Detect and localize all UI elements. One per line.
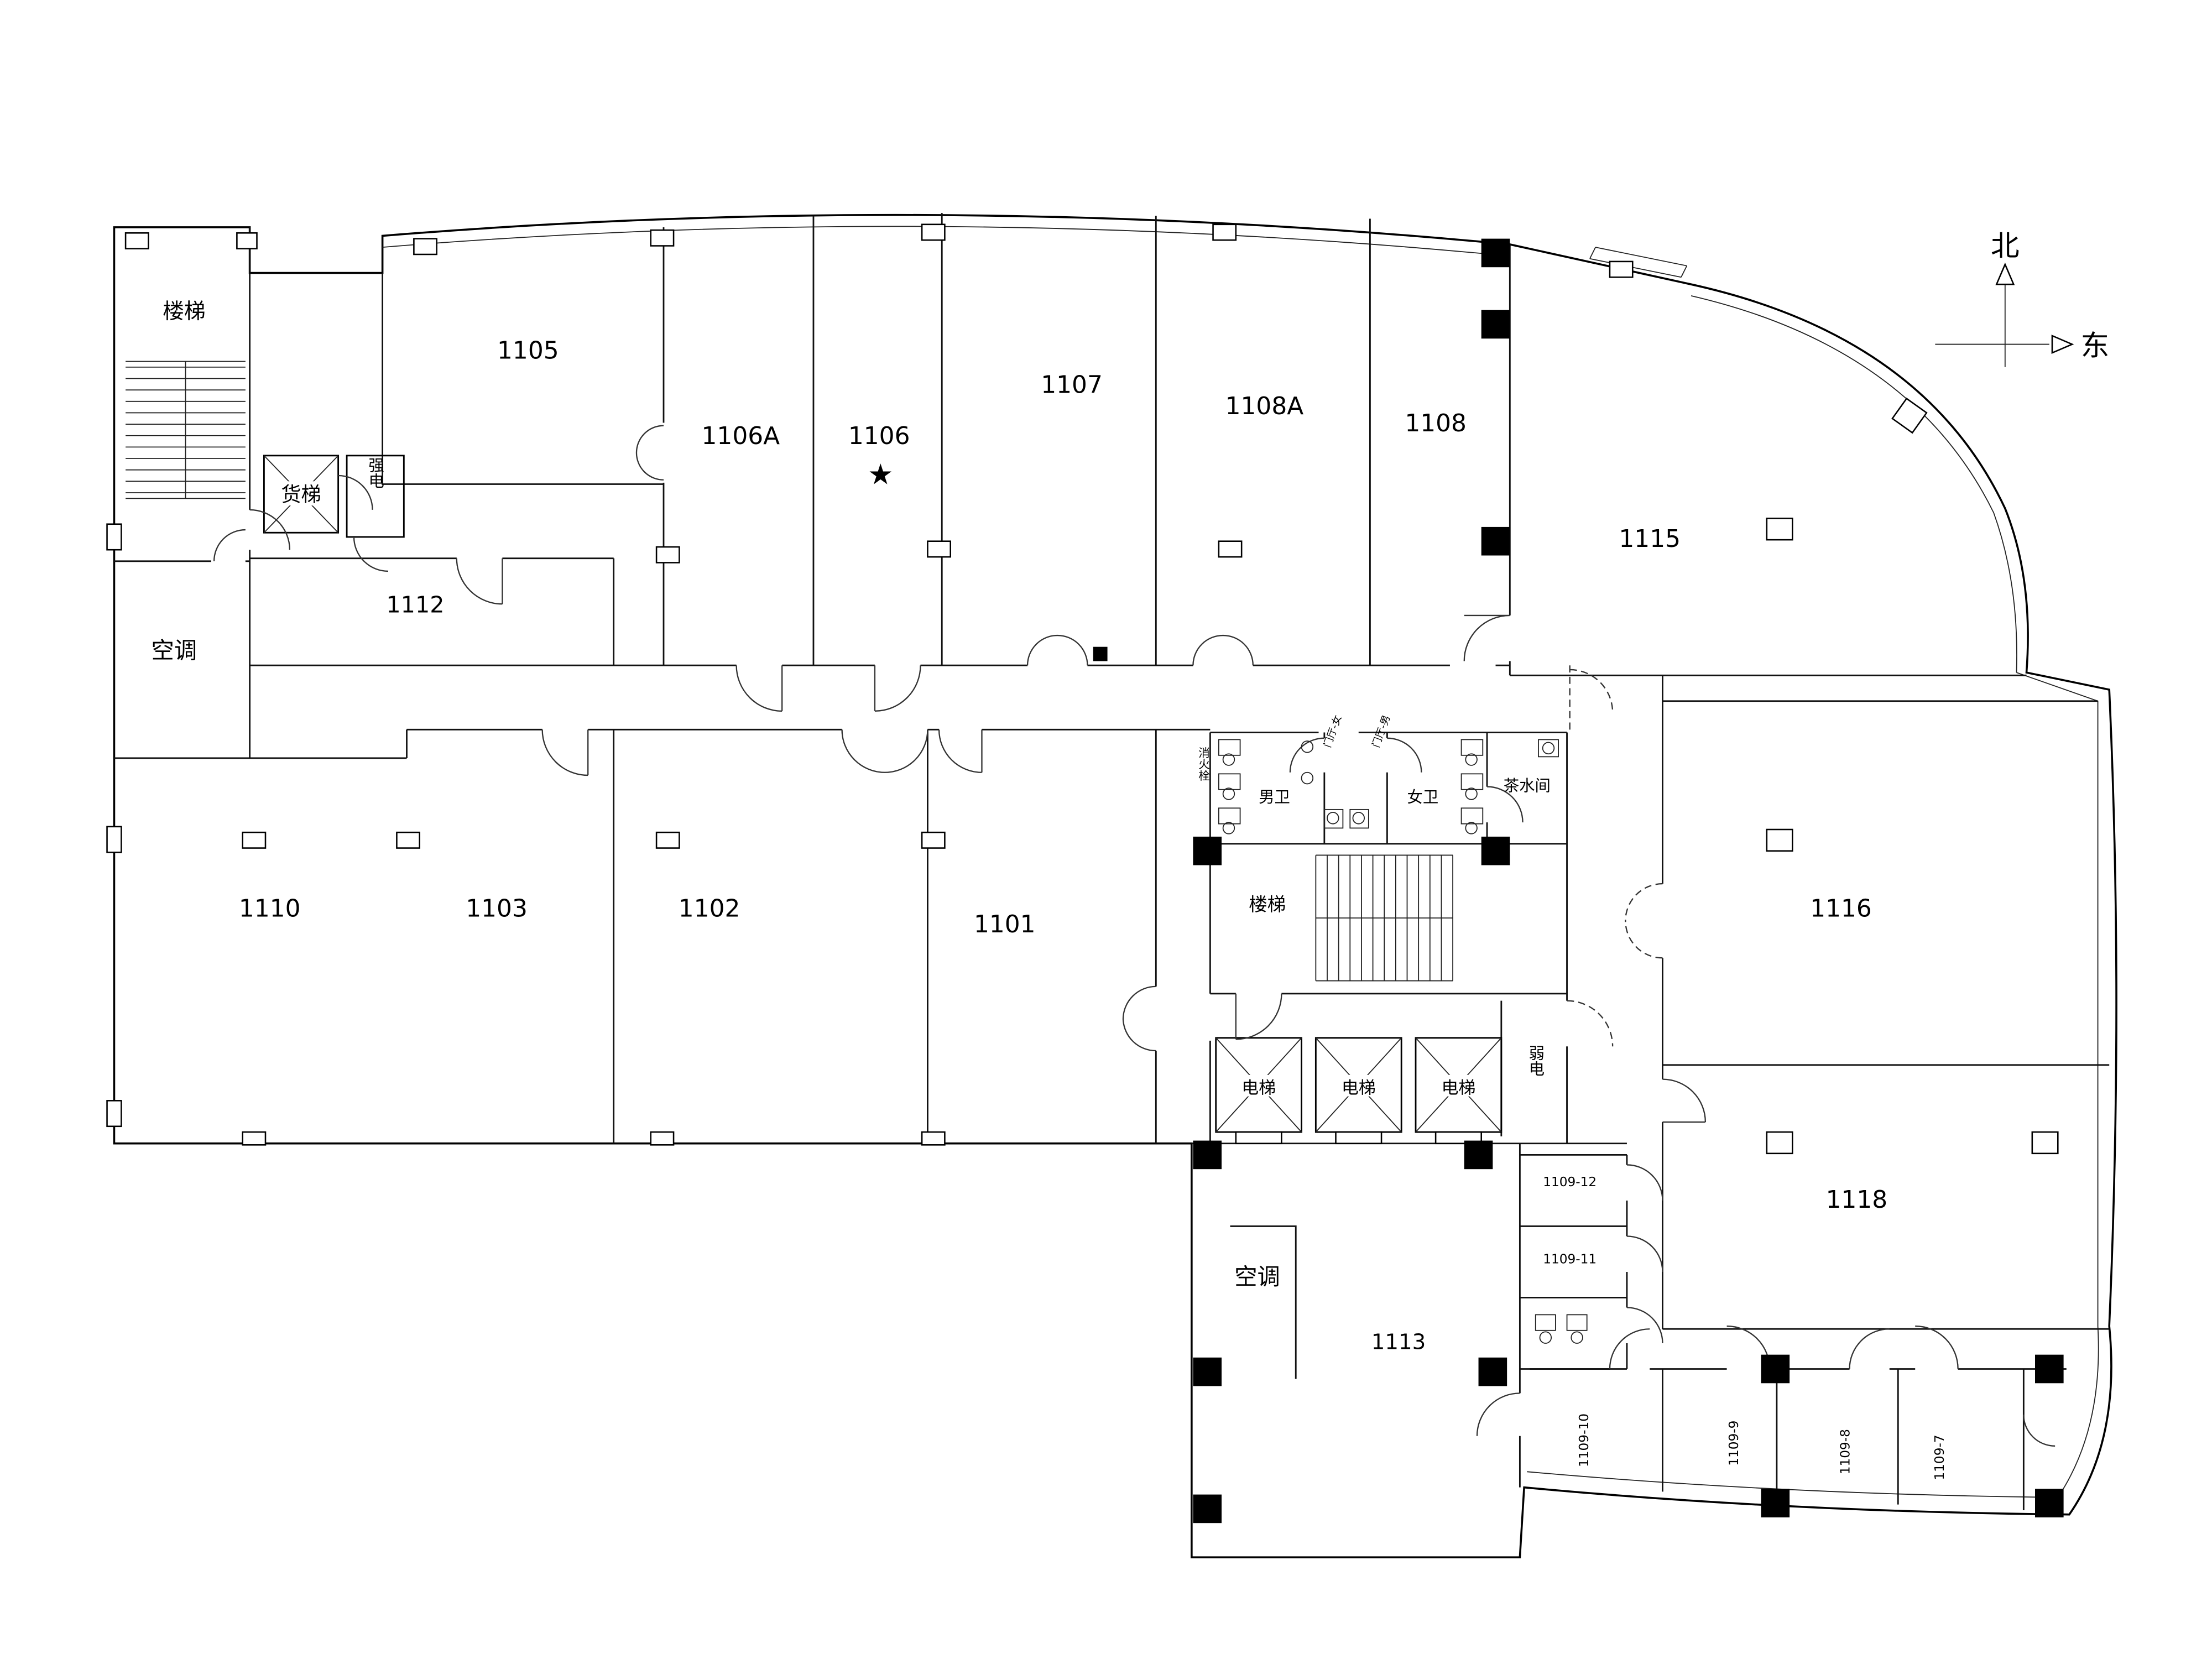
- compass-north-label: 北: [1991, 230, 2020, 263]
- room-1103-label: 1103: [466, 894, 528, 922]
- partition-walls: [114, 213, 2110, 1510]
- stairs-nw-label: 楼梯: [163, 299, 205, 324]
- room-1108a-label: 1108A: [1225, 392, 1304, 420]
- room-1105-label: 1105: [497, 336, 559, 364]
- room-1116-label: 1116: [1810, 894, 1872, 922]
- east-arrow-icon: [2051, 335, 2074, 354]
- compass-east-label: 东: [2081, 330, 2110, 363]
- room-1108-label: 1108: [1405, 409, 1467, 437]
- strong-electrical-label: 强电: [366, 457, 384, 488]
- room-1110-label: 1110: [239, 894, 301, 922]
- room-1109-11-label: 1109-11: [1543, 1252, 1597, 1267]
- hvac-south-label: 空调: [1234, 1264, 1280, 1290]
- north-arrow-icon: [1995, 262, 2015, 285]
- room-1109-12-label: 1109-12: [1543, 1175, 1597, 1190]
- mens-toilet-label: 男卫: [1259, 788, 1290, 806]
- structural-columns: [1093, 238, 2064, 1524]
- room-1118-label: 1118: [1826, 1186, 1888, 1214]
- stairs-center: [1315, 854, 1453, 982]
- star-marker: ★: [868, 458, 893, 491]
- room-1113-label: 1113: [1371, 1329, 1426, 1354]
- dashed-doors: [1567, 665, 1663, 1047]
- pantry-label: 茶水间: [1504, 776, 1551, 795]
- stairs-northwest: [126, 361, 246, 499]
- elevator-1-label: 电梯: [1241, 1078, 1276, 1098]
- weak-electrical-label: 弱电: [1526, 1045, 1545, 1077]
- room-1101-label: 1101: [974, 910, 1036, 938]
- room-1115-label: 1115: [1619, 525, 1681, 553]
- compass: 北 东: [1935, 230, 2109, 367]
- room-1106-label: 1106: [848, 422, 910, 450]
- toilet-fixtures: [1218, 739, 1588, 1344]
- elevator-2-label: 电梯: [1342, 1078, 1376, 1098]
- door-swings: [213, 425, 2056, 1447]
- womens-toilet-label: 女卫: [1407, 788, 1439, 806]
- room-1109-10-label: 1109-10: [1577, 1413, 1592, 1467]
- room-1109-8-label: 1109-8: [1838, 1429, 1853, 1474]
- hvac-west-label: 空调: [152, 637, 197, 664]
- room-labels: 楼梯 货梯 强电 空调 1112 1105 1106A 1106 ★ 1107 …: [152, 299, 1947, 1480]
- elevator-3-label: 电梯: [1441, 1078, 1475, 1098]
- stairs-center-label: 楼梯: [1249, 894, 1286, 915]
- hall-female-label: 门厅-女: [1322, 714, 1344, 749]
- room-1112-label: 1112: [386, 592, 444, 618]
- room-1106a-label: 1106A: [702, 422, 780, 450]
- fire-hydrant-marker: [1093, 646, 1108, 661]
- hall-male-label: 门厅-男: [1370, 714, 1392, 749]
- room-1109-7-label: 1109-7: [1932, 1434, 1947, 1480]
- room-1109-9-label: 1109-9: [1726, 1421, 1741, 1466]
- outer-walls: [113, 213, 2117, 1558]
- facade-diamond-column: [1891, 397, 1928, 434]
- room-1107-label: 1107: [1041, 371, 1103, 399]
- fire-hydrant-label: 消火栓: [1196, 747, 1209, 781]
- freight-elevator-label: 货梯: [281, 482, 321, 506]
- room-1102-label: 1102: [679, 894, 740, 922]
- wall-pilasters: [106, 223, 2059, 1155]
